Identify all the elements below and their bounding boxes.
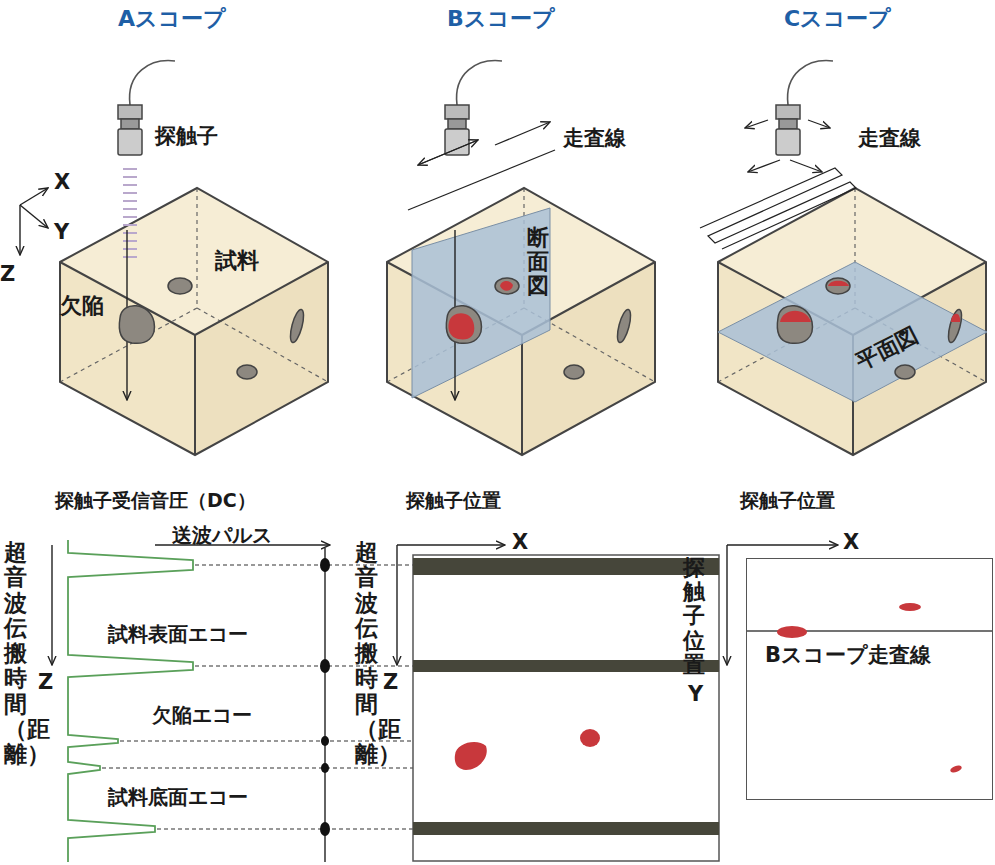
- drawn-region: 断面図: [410, 205, 555, 405]
- axis-title: 超音波伝搬時間（距離）: [4, 540, 27, 768]
- drawn-region: 試料欠陥: [55, 185, 335, 460]
- scope-title: Bスコープ: [447, 6, 555, 31]
- scan-line-label: Bスコープ走査線: [763, 643, 933, 667]
- echo-label: 試料底面エコー: [108, 786, 248, 809]
- drawn-region: 平面図: [715, 250, 990, 405]
- axis-label: X: [843, 530, 859, 554]
- axis-label: Y: [688, 682, 703, 706]
- defect-label: 欠陥: [60, 293, 104, 318]
- scan-line-label: 走査線: [858, 126, 921, 150]
- echo-label: 欠陥エコー: [152, 704, 252, 727]
- axis-label: X: [54, 170, 70, 194]
- scope-title: Aスコープ: [118, 6, 226, 31]
- sample-label: 試料: [215, 248, 259, 273]
- axis-title: 超音波伝搬時間（距離）: [355, 540, 378, 768]
- echo-label: 送波パルス: [172, 524, 272, 547]
- axis-label: Z: [0, 262, 15, 286]
- echo-label: 試料表面エコー: [108, 623, 248, 646]
- axis-title: 探触子位置: [683, 556, 705, 677]
- axis-label: Y: [54, 220, 69, 244]
- scan-line-label: 走査線: [563, 126, 626, 150]
- axis-title: 探触子位置: [406, 490, 501, 512]
- scope-title: Cスコープ: [784, 6, 891, 31]
- c-scope-chart: Bスコープ走査線: [746, 558, 993, 800]
- axis-title: 探触子位置: [740, 490, 835, 512]
- axis-label: Z: [383, 670, 398, 694]
- probe-label: 探触子: [155, 124, 218, 148]
- section-label: 断面図: [527, 226, 549, 299]
- axis-label: Z: [38, 670, 53, 694]
- axis-label: X: [512, 530, 528, 554]
- axis-title: 探触子受信音圧（DC）: [55, 490, 256, 512]
- plane-label: 平面図: [852, 322, 922, 375]
